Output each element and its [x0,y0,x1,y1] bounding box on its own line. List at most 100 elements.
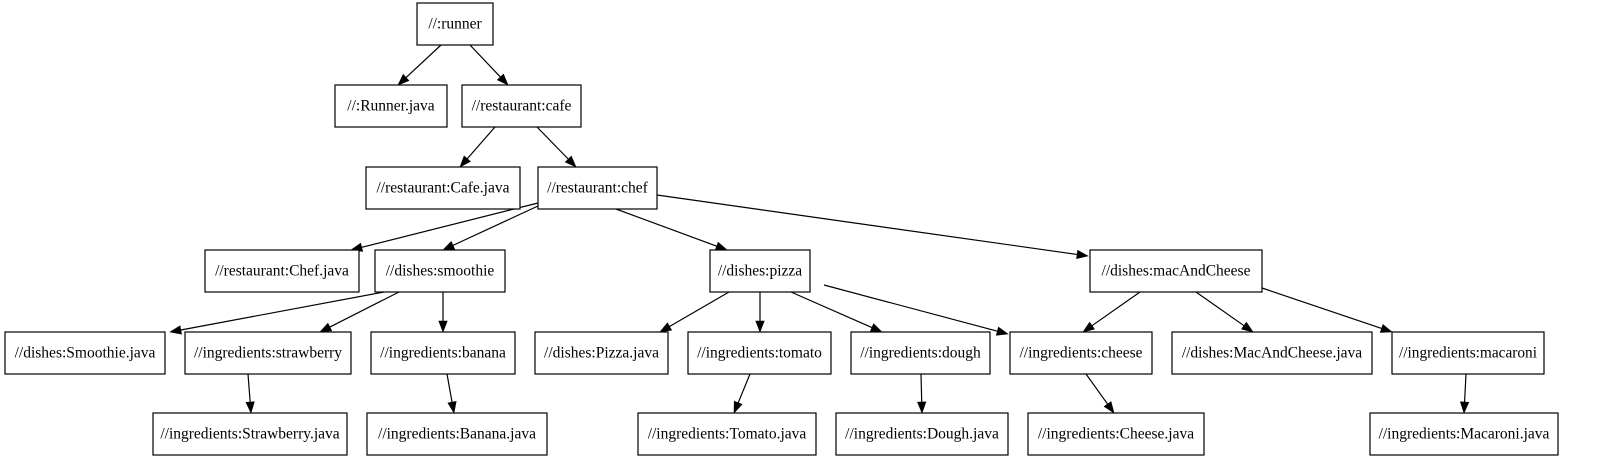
node-label: //ingredients:banana [380,345,506,362]
graph-edge [755,292,765,333]
edge-line [361,202,539,248]
node-label: //ingredients:strawberry [194,345,342,362]
edge-line [669,291,730,328]
edge-line [656,194,1078,256]
node-box[interactable] [204,249,360,293]
node-box[interactable] [366,412,548,456]
node-box[interactable] [365,166,521,210]
graph-node-ing_banana[interactable]: //ingredients:banana [370,331,516,375]
edge-arrowhead [1076,249,1089,260]
edge-line [405,44,442,78]
graph-node-strawberry_java[interactable]: //ingredients:Strawberry.java [152,412,348,456]
graph-node-banana_java[interactable]: //ingredients:Banana.java [366,412,548,456]
edge-arrowhead [245,401,255,414]
node-box[interactable] [4,331,166,375]
graph-node-chef_java[interactable]: //restaurant:Chef.java [204,249,360,293]
graph-node-runner[interactable]: //:runner [416,2,494,46]
node-label: //dishes:Smoothie.java [15,345,156,362]
graph-edge [1082,291,1141,333]
node-box[interactable] [534,331,669,375]
node-label: //dishes:pizza [718,263,802,280]
node-label: //ingredients:Banana.java [378,426,536,443]
edge-arrowhead [659,322,673,333]
node-box[interactable] [1089,249,1263,293]
graph-edge [615,208,728,251]
edge-line [329,291,400,328]
node-box[interactable] [334,84,448,128]
graph-node-pizza_java[interactable]: //dishes:Pizza.java [534,331,669,375]
edge-arrowhead [1241,321,1254,333]
graph-node-cheese_java[interactable]: //ingredients:Cheese.java [1027,412,1205,456]
nodes-layer: //:runner //:Runner.java //restaurant:cafe… [4,2,1559,456]
node-label: //ingredients:Cheese.java [1038,426,1194,443]
edge-line [180,291,385,331]
graph-node-ing_cheese[interactable]: //ingredients:cheese [1009,331,1153,375]
node-label: //restaurant:chef [547,180,649,197]
graph-node-dishes_smoothie[interactable]: //dishes:smoothie [374,249,506,293]
graph-node-runner_java[interactable]: //:Runner.java [334,84,448,128]
node-box[interactable] [416,2,494,46]
node-label: //restaurant:Cafe.java [377,180,510,197]
node-box[interactable] [374,249,506,293]
node-box[interactable] [1369,412,1559,456]
edge-arrowhead [319,322,333,333]
node-label: //ingredients:macaroni [1399,345,1538,362]
node-box[interactable] [637,412,817,456]
edge-line [446,373,453,403]
node-box[interactable] [152,412,348,456]
graph-node-tomato_java[interactable]: //ingredients:Tomato.java [637,412,817,456]
node-label: //ingredients:Tomato.java [648,426,807,443]
edge-arrowhead [438,320,448,333]
node-box[interactable] [537,166,658,210]
edge-line [1085,373,1109,405]
node-label: //restaurant:cafe [472,98,572,115]
node-box[interactable] [370,331,516,375]
edge-line [1091,291,1141,327]
graph-node-ing_macaroni[interactable]: //ingredients:macaroni [1391,331,1545,375]
graph-edge [169,291,385,335]
node-box[interactable] [709,249,811,293]
node-label: //restaurant:Chef.java [215,263,349,280]
graph-node-restaurant_chef[interactable]: //restaurant:chef [537,166,658,210]
graph-node-mac_java[interactable]: //dishes:MacAndCheese.java [1171,331,1373,375]
node-box[interactable] [687,331,832,375]
graph-edge [1459,373,1470,414]
graph-node-dough_java[interactable]: //ingredients:Dough.java [835,412,1009,456]
graph-node-dishes_pizza[interactable]: //dishes:pizza [709,249,811,293]
node-box[interactable] [835,412,1009,456]
graph-edge [459,126,496,168]
graph-edge [790,291,883,333]
node-label: //ingredients:Strawberry.java [160,426,339,443]
edge-arrowhead [447,401,457,414]
node-box[interactable] [184,331,352,375]
node-label: //dishes:Pizza.java [544,345,659,362]
node-box[interactable] [850,331,991,375]
edge-arrowhead [869,323,883,333]
graph-node-macaroni_java[interactable]: //ingredients:Macaroni.java [1369,412,1559,456]
edge-line [920,373,923,403]
edge-line [452,205,539,246]
graph-node-ing_dough[interactable]: //ingredients:dough [850,331,991,375]
graph-node-restaurant_cafe[interactable]: //restaurant:cafe [461,84,582,128]
edge-arrowhead [755,320,765,333]
node-box[interactable] [1009,331,1153,375]
node-box[interactable] [461,84,582,128]
edge-line [790,291,873,329]
graph-node-dishes_mac[interactable]: //dishes:macAndCheese [1089,249,1263,293]
edge-arrowhead [733,400,743,414]
edges-layer [169,44,1470,414]
node-label: //ingredients:dough [860,345,981,362]
graph-node-smoothie_java[interactable]: //dishes:Smoothie.java [4,331,166,375]
node-box[interactable] [1391,331,1545,375]
graph-node-cafe_java[interactable]: //restaurant:Cafe.java [365,166,521,210]
node-box[interactable] [1171,331,1373,375]
graph-edge [733,373,751,414]
graph-node-ing_tomato[interactable]: //ingredients:tomato [687,331,832,375]
node-label: //ingredients:tomato [697,345,822,362]
graph-edge [659,291,730,333]
edge-arrowhead [496,73,509,86]
node-box[interactable] [1027,412,1205,456]
graph-edge [446,373,457,414]
graph-node-ing_strawberry[interactable]: //ingredients:strawberry [184,331,352,375]
